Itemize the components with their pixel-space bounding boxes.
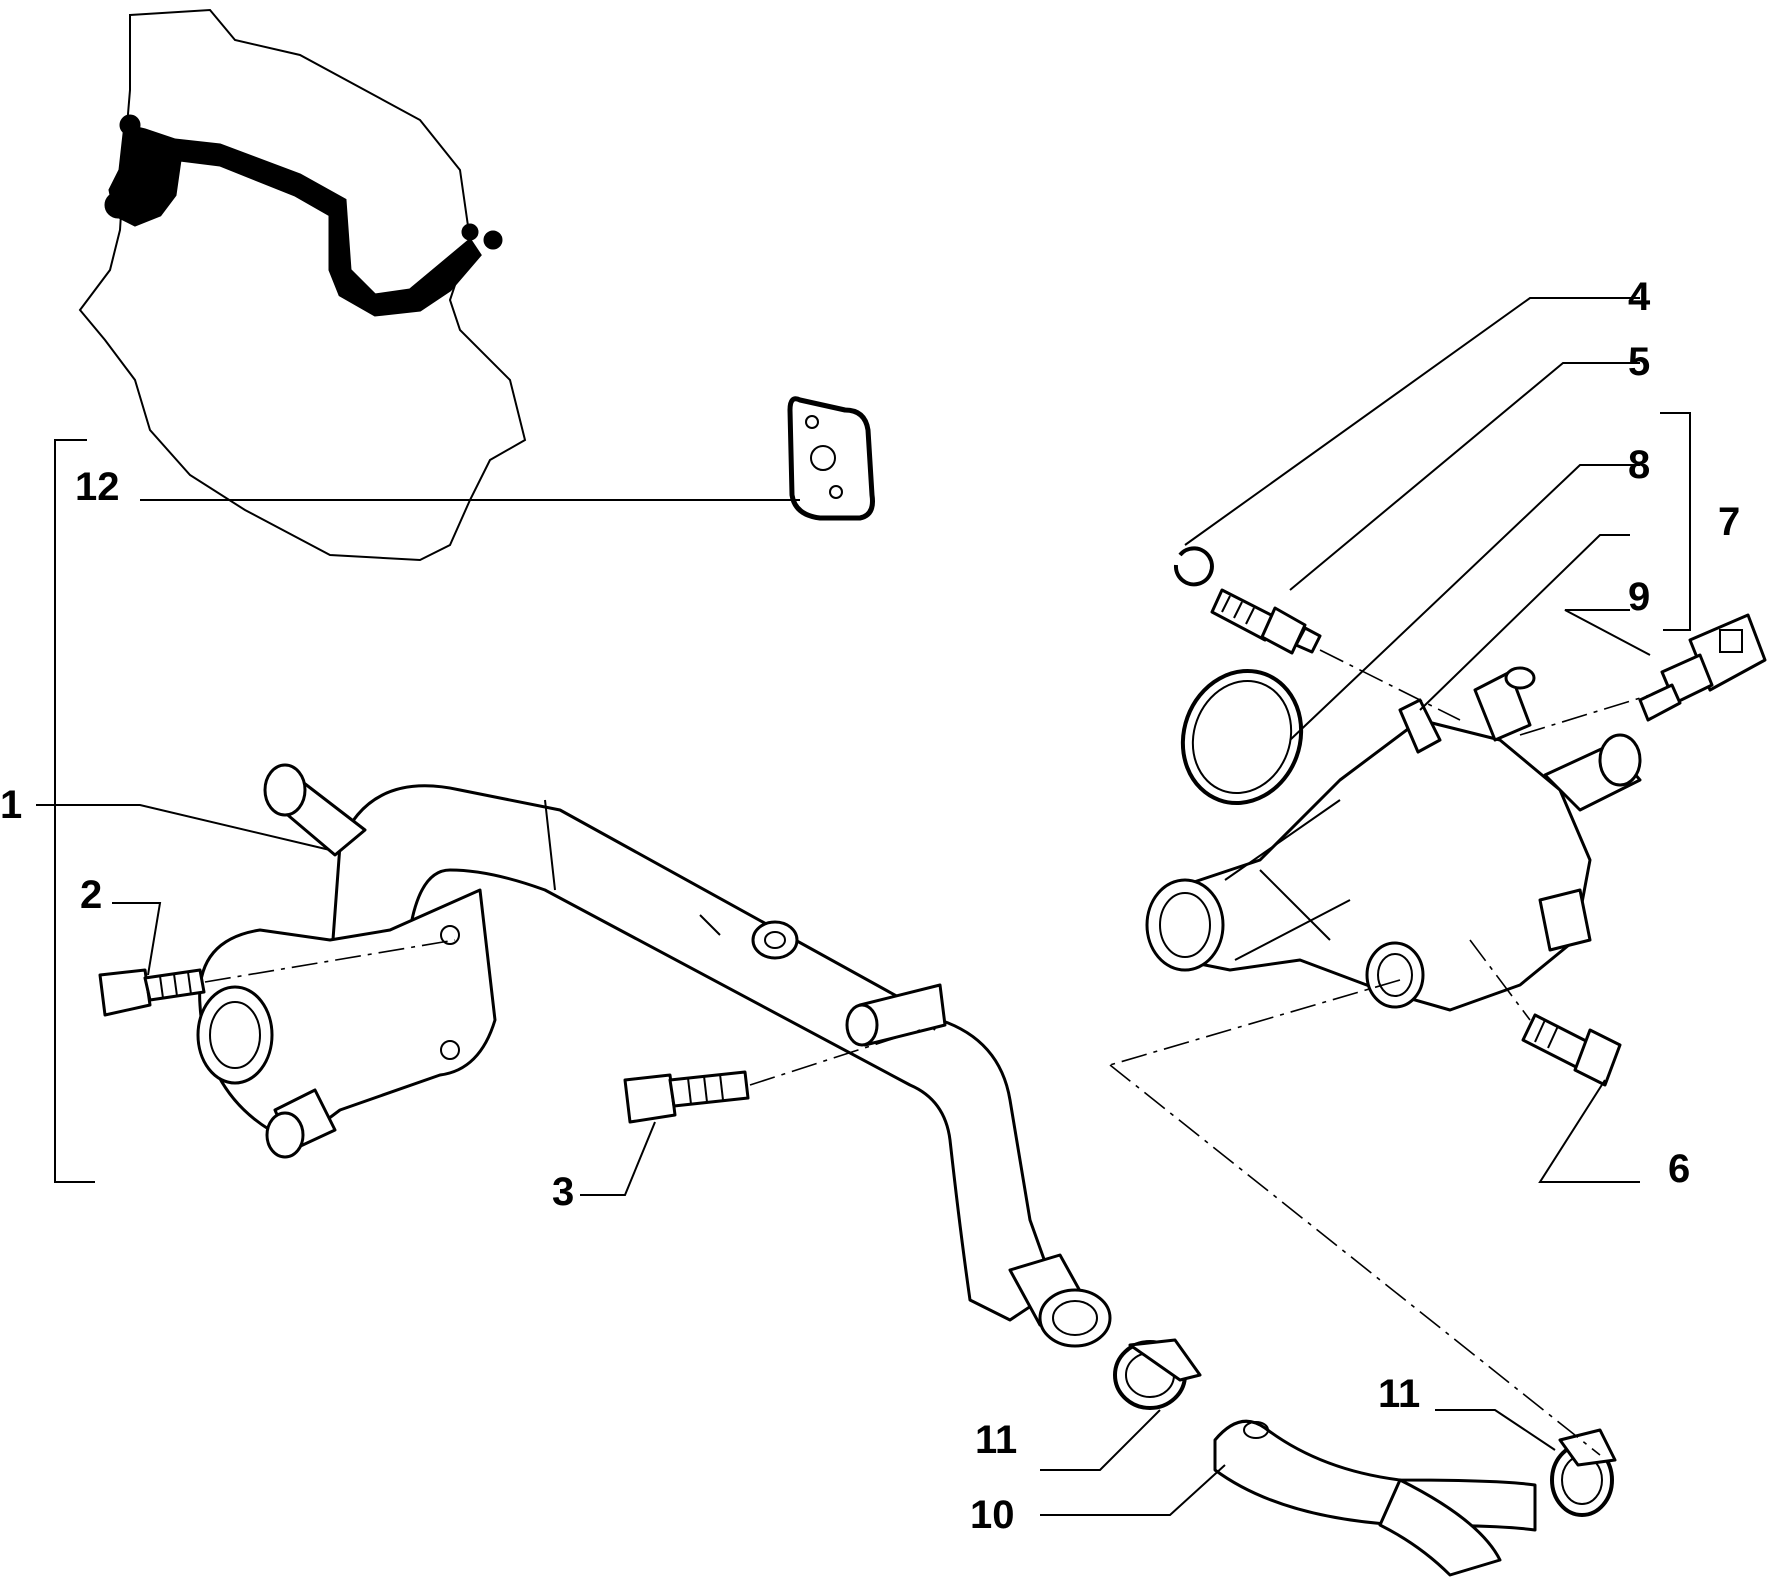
callout-2: 2 — [80, 873, 102, 917]
bolt-3 — [623, 1070, 750, 1124]
sensor-9 — [1638, 613, 1767, 722]
callout-10: 10 — [970, 1493, 1015, 1537]
callout-4: 4 — [1628, 275, 1651, 319]
engine-block-outline — [78, 8, 527, 562]
callout-7: 7 — [1718, 500, 1740, 544]
callout-12: 12 — [75, 465, 120, 509]
hose-10 — [1213, 1419, 1537, 1577]
callout-3: 3 — [552, 1170, 574, 1214]
callout-11-right: 11 — [1378, 1372, 1420, 1416]
callout-8: 8 — [1628, 443, 1650, 487]
callout-5: 5 — [1628, 340, 1650, 384]
water-pipe-1 — [196, 763, 1112, 1348]
group-bracket-789 — [1660, 412, 1691, 631]
hose-clamp-11-left — [1113, 1338, 1202, 1410]
callout-11-left: 11 — [975, 1418, 1017, 1462]
bolt-6 — [1521, 1013, 1622, 1087]
clip-4 — [1173, 546, 1214, 587]
thermostat-housing-7 — [1145, 666, 1642, 1012]
assembly-axes — [204, 649, 1651, 1456]
bolt-2 — [98, 968, 206, 1017]
callout-1: 1 — [0, 783, 22, 827]
callout-6: 6 — [1668, 1147, 1690, 1191]
gasket-plate-12 — [787, 396, 875, 521]
hose-clamp-11-right — [1550, 1428, 1617, 1517]
callout-9: 9 — [1628, 575, 1650, 619]
o-ring-8 — [1180, 668, 1304, 806]
engine-pipe-highlight — [104, 114, 503, 317]
group-bracket-1 — [54, 439, 95, 1183]
leader-lines — [36, 297, 1651, 1516]
stud-5 — [1210, 588, 1322, 655]
callout-labels: 1 2 3 4 5 6 7 8 9 10 11 11 12 — [0, 275, 1740, 1537]
